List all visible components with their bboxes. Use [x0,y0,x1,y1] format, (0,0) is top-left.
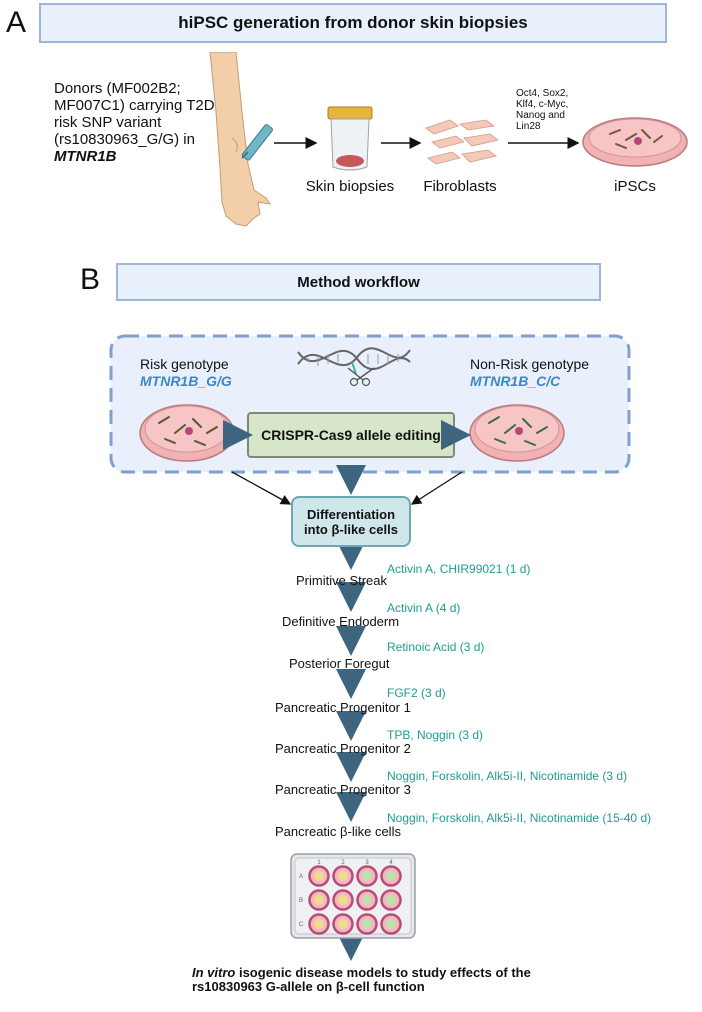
skin-biopsies-label: Skin biopsies [305,178,395,195]
panel-letter-a: A [6,6,27,39]
condition-step-1: Activin A, CHIR99021 (1 d) [387,562,531,576]
risk-genotype-label: Risk genotype [140,356,229,372]
donor-description: Donors (MF002B2; MF007C1) carrying T2D r… [54,80,216,165]
donor-text: Donors (MF002B2; MF007C1) carrying T2D r… [54,80,215,148]
plate-col-2: 2 [341,860,345,866]
nonrisk-genotype-label: Non-Risk genotype [470,356,590,372]
reprogramming-factors: Oct4, Sox2, Klf4, c-Myc, Nanog and Lin28 [516,88,569,132]
arrow-nonrisk-to-diff [410,471,463,505]
plate-row-b: B [299,898,303,904]
condition-step-5: TPB, Noggin (3 d) [387,728,484,742]
panel-a-arrows [274,137,580,149]
plate-row-a: A [299,874,303,880]
risk-dish-icon [139,404,235,462]
arrow-risk-to-diff [231,471,292,505]
panel-letter-b: B [80,263,101,296]
plate-col-1: 1 [317,860,321,866]
differentiation-label-2: into β-like cells [304,521,398,537]
ipscs-label: iPSCs [614,178,656,195]
stage-step-1: Primitive Streak [296,573,388,588]
donor-gene: MTNR1B [54,148,117,165]
stage-step-6: Pancreatic Progenitor 3 [275,782,411,797]
final-outcome-text: In vitro isogenic disease models to stud… [192,966,582,994]
stage-step-7: Pancreatic β-like cells [275,824,401,839]
fibroblasts-icon [425,119,499,165]
plate-row-c: C [299,922,304,928]
condition-step-4: FGF2 (3 d) [387,686,446,700]
nonrisk-genotype: Non-Risk genotype MTNR1B_C/C [470,356,589,390]
final-outcome-italic: In vitro [192,965,236,980]
condition-step-2: Activin A (4 d) [387,601,461,615]
final-outcome-rest: isogenic disease models to study effects… [192,965,531,994]
risk-genotype-gene: MTNR1B_G/G [140,373,232,389]
dna-scissors-icon [297,347,411,387]
stage-step-2: Definitive Endoderm [282,614,400,629]
condition-step-7: Noggin, Forskolin, Alk5i-II, Nicotinamid… [387,811,652,825]
ipsc-dish-icon [582,117,688,167]
stage-step-5: Pancreatic Progenitor 2 [275,741,411,756]
stage-step-3: Posterior Foregut [289,656,390,671]
condition-step-6: Noggin, Forskolin, Alk5i-II, Nicotinamid… [387,769,628,783]
biopsy-jar-icon [327,106,373,171]
condition-step-3: Retinoic Acid (3 d) [387,640,485,654]
arm-biopsy-icon [209,52,273,227]
nonrisk-genotype-gene: MTNR1B_C/C [470,373,561,389]
panel-a-title: hiPSC generation from donor skin biopsie… [39,3,667,43]
stage-step-4: Pancreatic Progenitor 1 [275,700,411,715]
well-plate-icon: 1 2 3 4 A B C [290,853,416,939]
fibroblasts-label: Fibroblasts [423,178,497,195]
nonrisk-dish-icon [469,404,565,462]
risk-genotype: Risk genotype MTNR1B_G/G [140,356,232,390]
differentiation-label-1: Differentiation [306,506,396,522]
crispr-editing-box: CRISPR-Cas9 allele editing [247,412,455,458]
plate-col-3: 3 [365,860,369,866]
plate-col-4: 4 [389,860,393,866]
differentiation-box: Differentiation into β-like cells [291,496,411,547]
panel-b-title: Method workflow [116,263,601,301]
